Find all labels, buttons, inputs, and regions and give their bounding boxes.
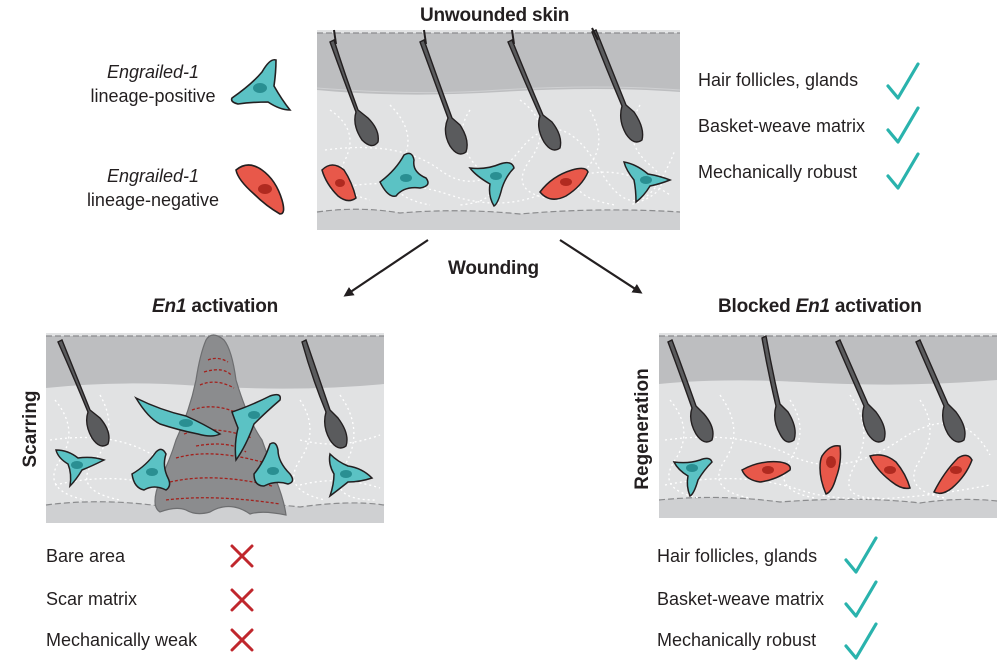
unwounded-skin-panel (316, 27, 681, 230)
scarring-property-1: Bare area (46, 546, 126, 566)
legend-gene-name: Engrailed-1 (106, 62, 200, 82)
check-icon (886, 152, 920, 190)
regeneration-panel (658, 333, 998, 518)
cell-negative-regen-1 (741, 460, 792, 483)
scarring-property-2: Scar matrix (46, 589, 138, 609)
gene-name: En1 (795, 296, 830, 317)
scar-area (154, 334, 287, 516)
title-en1-activation: En1 activation (152, 296, 278, 318)
arrow-icon-right (559, 239, 643, 294)
cell-positive-top-2 (468, 161, 515, 207)
cell-positive-scar-4 (131, 448, 171, 491)
check-icon (844, 580, 878, 618)
cell-positive-scar-6 (328, 452, 374, 499)
check-icon (844, 536, 878, 574)
gene-name: En1 (152, 296, 187, 317)
cell-negative-regen-4 (932, 454, 973, 495)
cell-positive-top-3 (622, 161, 673, 204)
cell-positive-scar-2 (134, 396, 222, 437)
side-label-regeneration: Regeneration (632, 368, 653, 490)
cell-positive-top-1 (379, 152, 429, 197)
regeneration-property-1: Hair follicles, glands (657, 546, 818, 566)
legend-positive-label: Engrailed-1 lineage-positive (78, 60, 228, 108)
scarring-panel (45, 333, 385, 523)
top-property-1: Hair follicles, glands (698, 70, 859, 90)
title-suffix: activation (186, 296, 279, 317)
title-blocked-en1-activation: Blocked En1 activation (718, 296, 922, 318)
label-wounding: Wounding (448, 258, 539, 279)
check-icon (886, 62, 920, 100)
cell-negative-top-2 (539, 167, 589, 200)
cross-icon (230, 588, 254, 612)
regeneration-property-2: Basket-weave matrix (657, 589, 825, 609)
cell-negative-top-1 (321, 164, 357, 202)
cross-icon (230, 628, 254, 652)
scarring-property-3: Mechanically weak (46, 630, 198, 650)
cell-negative-regen-3 (868, 454, 911, 490)
cell-negative-regen-2 (819, 444, 842, 495)
side-label-scarring: Scarring (20, 390, 41, 468)
title-suffix: activation (829, 296, 922, 317)
legend-positive-cell (230, 58, 292, 111)
arrow-icon-left (343, 239, 429, 297)
check-icon (844, 622, 878, 660)
legend-positive-text: lineage-positive (90, 86, 216, 106)
cell-positive-regen-1 (672, 457, 713, 498)
regeneration-property-3: Mechanically robust (657, 630, 817, 650)
title-unwounded-skin: Unwounded skin (420, 5, 570, 26)
legend-negative-label: Engrailed-1 lineage-negative (78, 164, 228, 212)
legend-negative-text: lineage-negative (86, 190, 220, 210)
cross-icon (230, 544, 254, 568)
top-property-2: Basket-weave matrix (698, 116, 866, 136)
legend-gene-name: Engrailed-1 (106, 166, 200, 186)
check-icon (886, 106, 920, 144)
legend-negative-cell (235, 164, 285, 215)
top-property-3: Mechanically robust (698, 162, 858, 182)
cell-positive-scar-3 (231, 393, 282, 462)
cell-positive-scar-1 (55, 449, 106, 489)
title-prefix: Blocked (718, 296, 796, 317)
cell-positive-scar-5 (253, 442, 294, 487)
